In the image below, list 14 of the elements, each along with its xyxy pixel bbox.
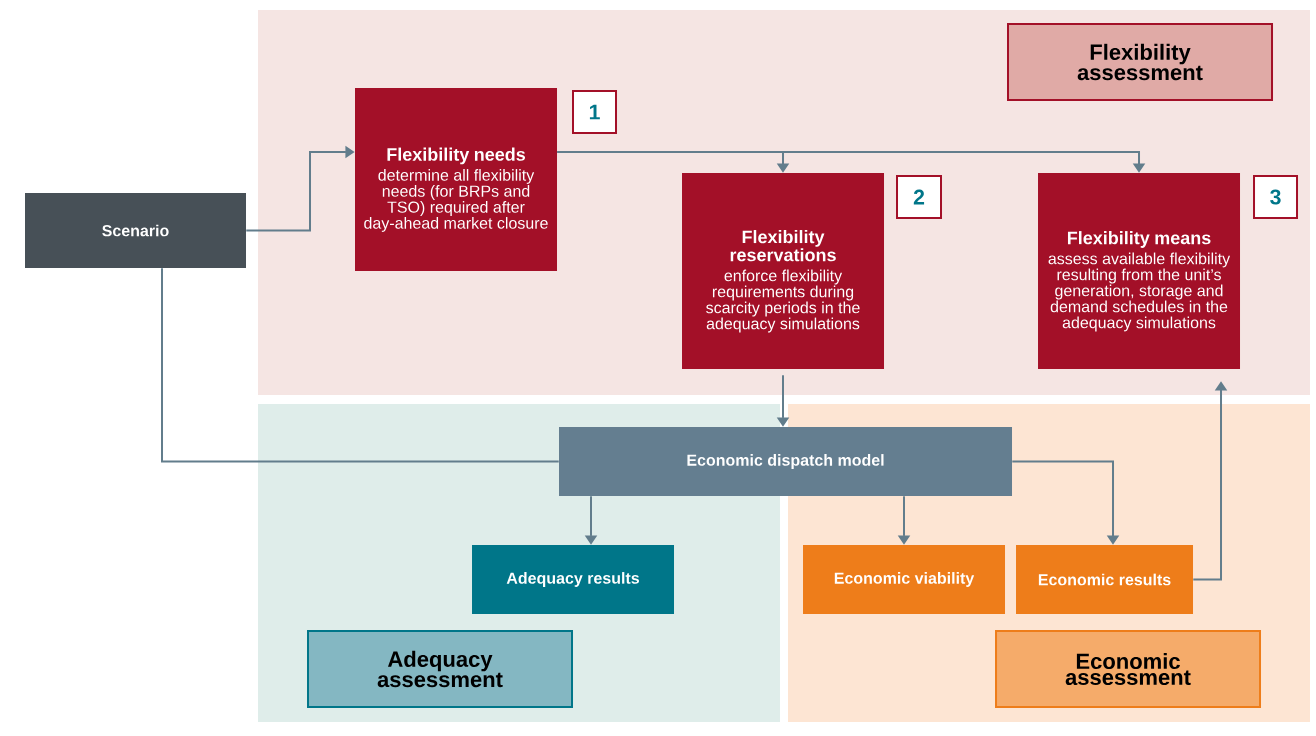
process-box: Economic dispatch model	[559, 427, 1012, 496]
result-box: Adequacy results	[472, 545, 674, 614]
step-box: Flexibility reservations enforce flexibility requirements during scarcity periods in the adequacy simulations	[682, 173, 884, 369]
result-box: Economic results	[1016, 545, 1193, 614]
section-label: Flexibility assessment	[1007, 23, 1273, 101]
number-box: 1	[572, 90, 617, 134]
section-label: Economic assessment	[995, 630, 1261, 708]
number-box: 3	[1253, 175, 1298, 219]
process-box: Scenario	[25, 193, 246, 268]
number-box: 2	[896, 175, 942, 219]
section-label: Adequacy assessment	[307, 630, 573, 708]
result-box: Economic viability	[803, 545, 1005, 614]
step-box: Flexibility needs determine all flexibility needs (for BRPs and TSO) required after day-ahead market closure	[355, 88, 557, 271]
step-box: Flexibility means assess available flexibility resulting from the unit’s generation, storage and demand schedules in the adequacy simulations	[1038, 173, 1240, 369]
